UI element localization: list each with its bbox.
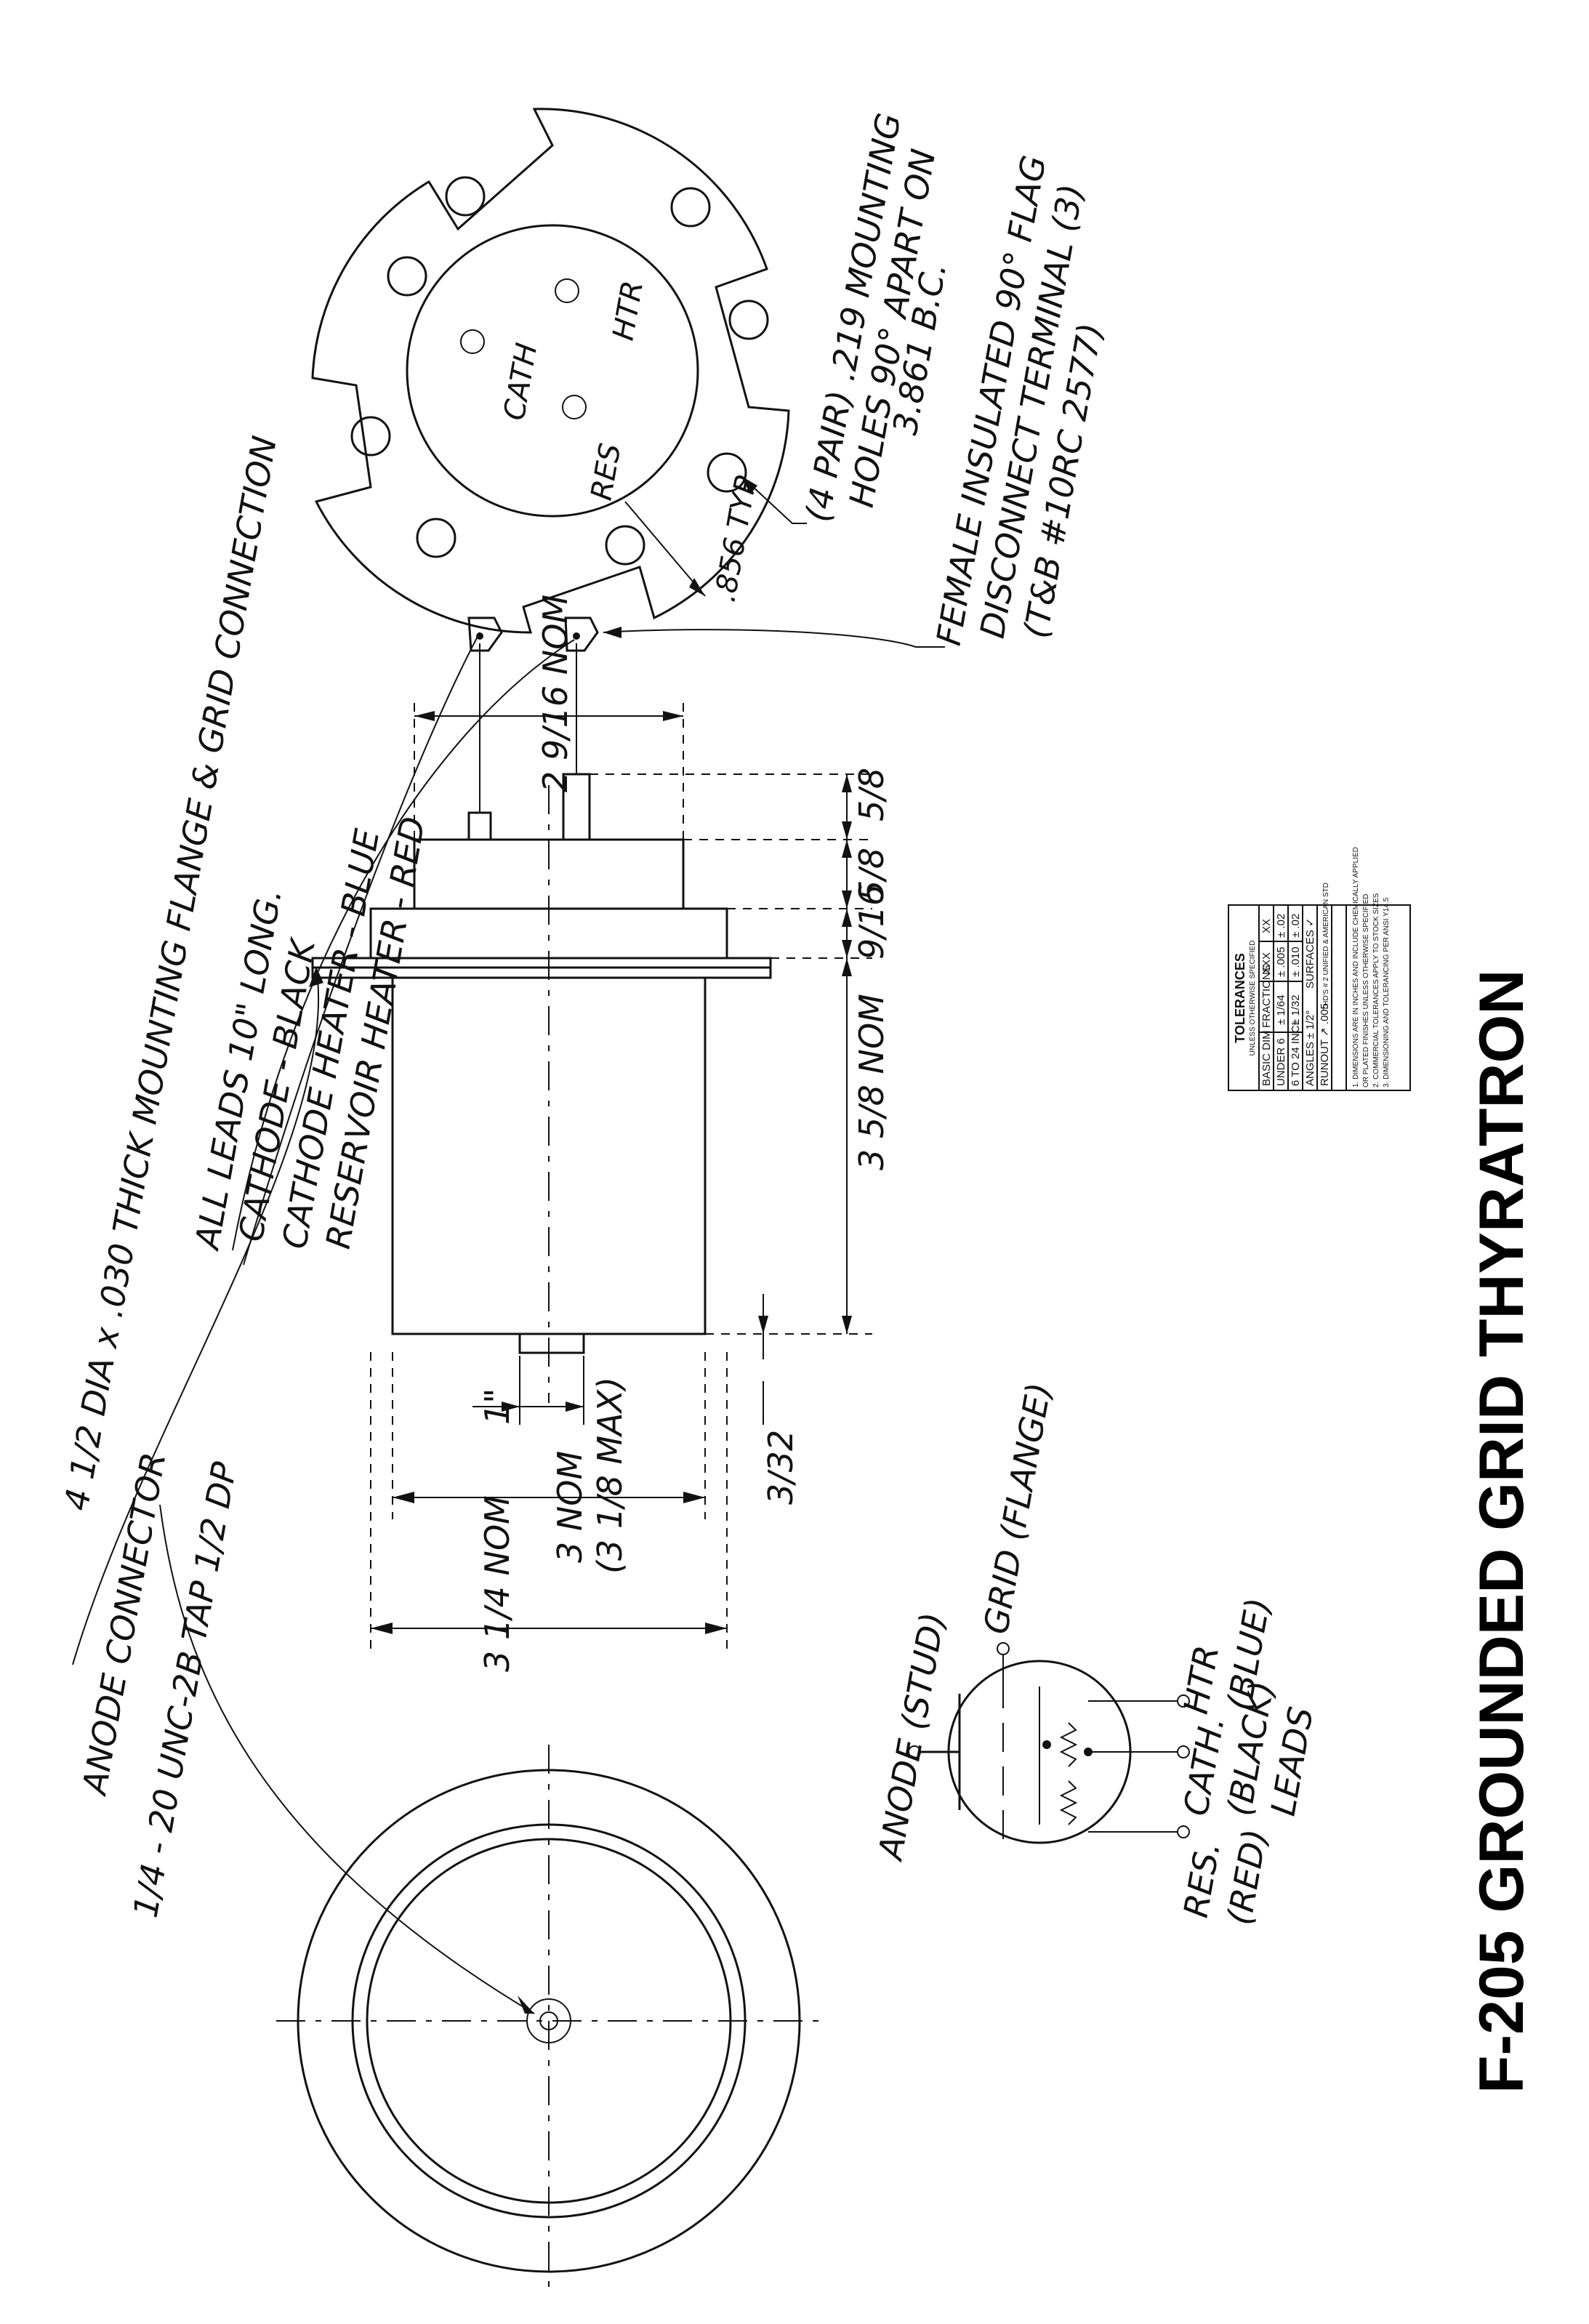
- schematic-grid-label: GRID (FLANGE): [976, 1380, 1059, 1637]
- schematic-res-label: RES.: [1176, 1838, 1228, 1921]
- tol-r0-c1: ± 1/64: [1275, 994, 1287, 1025]
- tol-note-0: 1. DIMENSIONS ARE IN INCHES AND INCLUDE …: [1352, 847, 1360, 1087]
- tol-subheader: UNLESS OTHERWISE SPECIFIED: [1249, 941, 1257, 1056]
- dim-lead-spacing-label: 2 9/16 NOM: [536, 595, 575, 792]
- dim-body-diameter-max: (3 1/8 MAX): [590, 1377, 629, 1574]
- tol-col-2: XXX: [1260, 952, 1273, 974]
- base-res-label: RES: [585, 441, 628, 502]
- dim-overall-diameter: [370, 1352, 728, 1650]
- tol-note-1: OR PLATED FINISHES UNLESS OTHERWISE SPEC…: [1362, 894, 1370, 1087]
- tol-header: TOLERANCES: [1233, 953, 1247, 1043]
- schematic-res-color: (RED): [1220, 1826, 1275, 1928]
- tol-r1-c1: ± 1/32: [1290, 994, 1302, 1025]
- dim-step1-label: 5/8: [852, 848, 891, 901]
- leads-leader-2: [243, 632, 480, 1266]
- dim-flange-gap-label: 9/16: [852, 885, 891, 960]
- tolerance-block: TOLERANCES UNLESS OTHERWISE SPECIFIED BA…: [1228, 847, 1411, 1091]
- tol-r0-c3: ± .02: [1275, 914, 1287, 938]
- dim-lead-spacing: [414, 698, 684, 840]
- base-view: [311, 108, 790, 634]
- holes-leader: [741, 475, 807, 524]
- drawing-title: F-205 GROUNDED GRID THYRATRON: [1467, 970, 1537, 2094]
- dim-stud-offset: [758, 1294, 768, 1425]
- tol-r1-c3: ± .02: [1290, 914, 1302, 938]
- schematic-symbol: [908, 1642, 1190, 1844]
- tol-r1-c0: 6 TO 24 INCL: [1290, 1019, 1302, 1086]
- terminal-leader: [603, 629, 945, 648]
- dim-stud-offset-label: 3/32: [761, 1430, 800, 1505]
- tol-surfaces: SURFACES ✓: [1304, 917, 1316, 989]
- dim-stud-length: [472, 1356, 584, 1425]
- dim-body-diameter-nom: 3 NOM: [550, 1451, 590, 1563]
- dim-overall-diameter-label: 3 1/4 NOM: [478, 1495, 517, 1672]
- tol-thread: THD'S # 2 UNIFIED & AMERICAN STD: [1322, 882, 1330, 1010]
- dim-length-chain: [590, 773, 872, 1335]
- base-htr-label: HTR: [607, 278, 651, 343]
- schematic-anode-label: ANODE (STUD): [870, 1609, 952, 1865]
- bolt-dim-label: .856 TYP: [709, 473, 764, 605]
- leads-leader: [232, 639, 575, 1251]
- tol-r0-c2: ± .005: [1275, 946, 1287, 977]
- dim-stud-length-label: 1": [478, 1388, 517, 1425]
- anode-end-view: [159, 1504, 821, 2297]
- tol-note-3: 3. DIMENSIONING AND TOLERANCING PER ANSI…: [1383, 897, 1391, 1087]
- base-cath-label: CATH: [498, 340, 544, 422]
- tol-col-0: BASIC DIM: [1260, 1030, 1273, 1086]
- tol-r1-c2: ± .010: [1290, 946, 1302, 977]
- flange-leader: [72, 966, 320, 1665]
- bolt-dim-line: [624, 501, 706, 597]
- schematic-htr-label: HTR: [1176, 1642, 1227, 1717]
- tol-note-2: 2. COMMERCIAL TOLERANCES APPLY TO STOCK …: [1372, 893, 1380, 1087]
- dim-body-diameter: [392, 1352, 706, 1519]
- tol-runout: RUNOUT ↗ .005: [1319, 1003, 1331, 1086]
- tol-r0-c0: UNDER 6: [1275, 1038, 1287, 1086]
- dim-step2-label: 5/8: [852, 768, 891, 821]
- tol-col-3: XX: [1260, 919, 1273, 933]
- tol-col-1: FRACTIONS: [1260, 965, 1273, 1028]
- tol-angles: ANGLES ± 1/2°: [1304, 1010, 1316, 1086]
- dim-body-length-label: 3 5/8 NOM: [852, 994, 891, 1170]
